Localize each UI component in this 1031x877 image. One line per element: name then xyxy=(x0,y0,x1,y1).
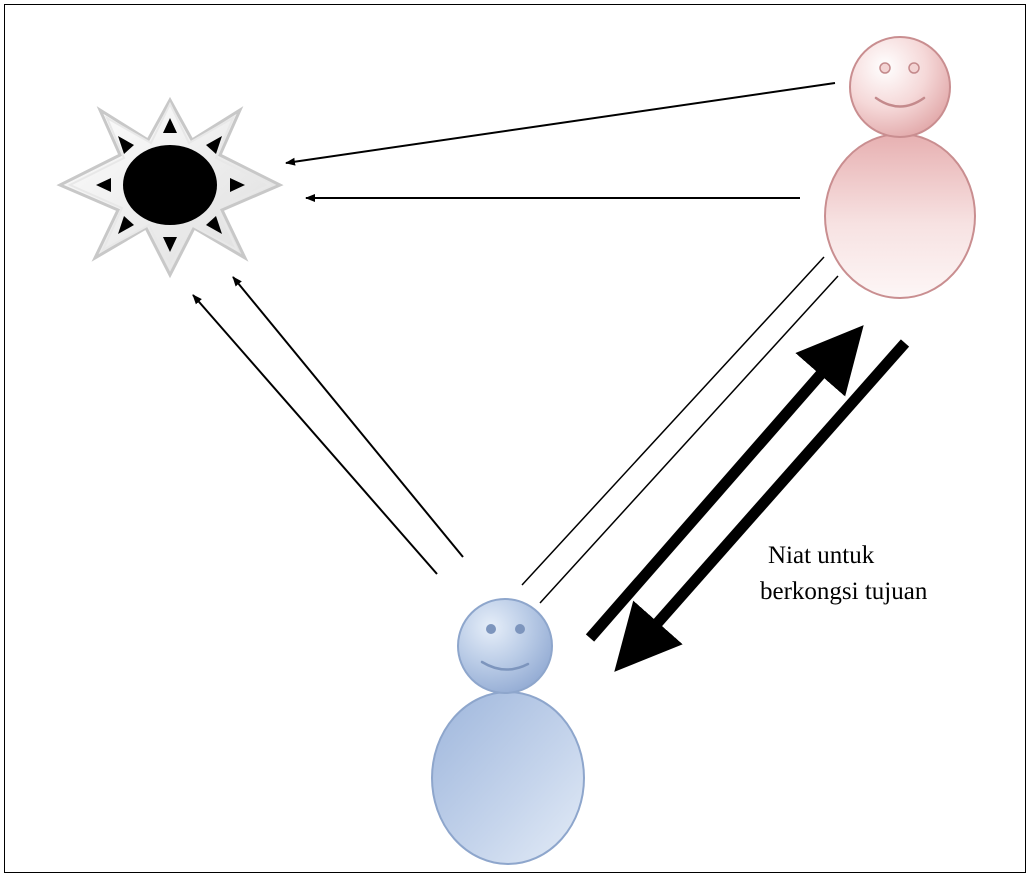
caption-line-2: berkongsi tujuan xyxy=(760,578,928,605)
caption-line-1: Niat untuk xyxy=(768,542,875,569)
link-line-upper xyxy=(521,256,825,586)
arrow-blue-to-object-right xyxy=(232,276,464,558)
blue-person-figure xyxy=(431,598,585,865)
arrow-blue-to-object-left xyxy=(192,294,438,575)
arrow-pink-to-object-upper xyxy=(285,82,836,166)
pink-person-figure xyxy=(824,36,976,299)
sun-star-icon xyxy=(56,96,284,279)
bold-arrow-pink-to-blue xyxy=(614,339,910,672)
caption-text: Niat untuk berkongsi tujuan xyxy=(760,538,1010,610)
link-line-lower xyxy=(539,275,839,604)
bold-arrow-blue-to-pink xyxy=(585,325,864,642)
